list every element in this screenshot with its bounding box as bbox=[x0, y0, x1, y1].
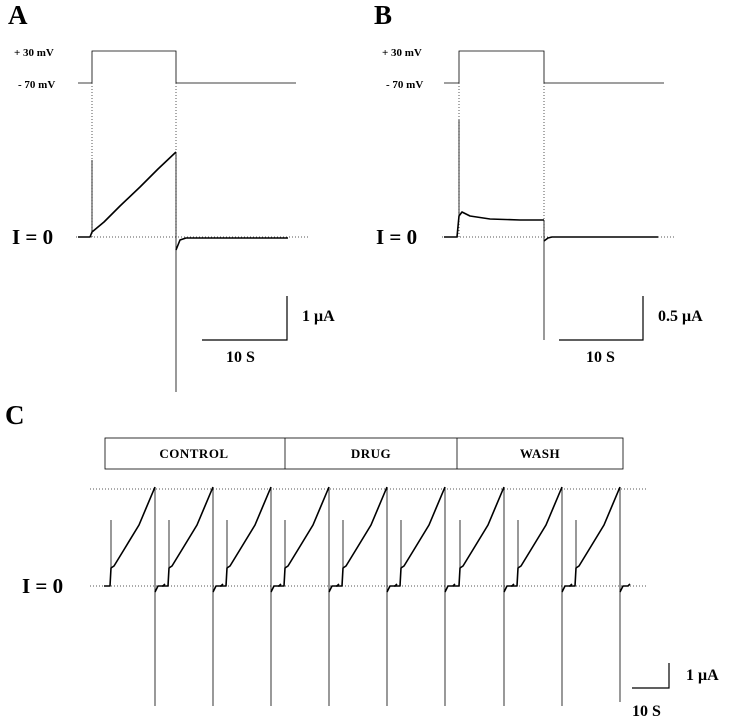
panel-a: A + 30 mV - 70 mV I = 0 1 μA 10 S bbox=[8, 0, 335, 392]
panel-a-voltage-high-label: + 30 mV bbox=[14, 47, 54, 59]
panel-c-sweep-trace bbox=[162, 486, 224, 593]
panel-c-condition-wash: WASH bbox=[520, 446, 560, 461]
panel-c-sweep-trace bbox=[453, 486, 515, 593]
panel-c-scale-time-label: 10 S bbox=[632, 703, 661, 720]
panel-b-current-trace-on bbox=[444, 211, 544, 238]
panel-c-zero-label: I = 0 bbox=[22, 574, 63, 598]
panel-c-scale-current-label: 1 μA bbox=[686, 667, 719, 684]
panel-b-scale-current-label: 0.5 μA bbox=[658, 308, 703, 325]
panel-a-label: A bbox=[8, 0, 28, 30]
panel-a-tail-current bbox=[175, 237, 288, 251]
panel-c-condition-control: CONTROL bbox=[159, 446, 228, 461]
panel-c-sweeps bbox=[104, 486, 631, 706]
panel-b-zero-label: I = 0 bbox=[376, 225, 417, 249]
panel-c-sweep-trace bbox=[511, 486, 573, 593]
panel-b-voltage-low-label: - 70 mV bbox=[386, 79, 423, 91]
panel-c-condition-bar bbox=[104, 437, 624, 470]
panel-c-sweep-trace bbox=[569, 486, 631, 593]
panel-a-scale-time-label: 10 S bbox=[226, 349, 255, 366]
panel-a-scale-current-label: 1 μA bbox=[302, 308, 335, 325]
panel-b-tail-current bbox=[543, 236, 658, 242]
panel-a-current-trace-on bbox=[78, 151, 177, 238]
panel-a-voltage-protocol bbox=[78, 50, 296, 84]
panel-b: B + 30 mV - 70 mV I = 0 0.5 μA 10 S bbox=[374, 0, 703, 366]
panel-c-condition-drug: DRUG bbox=[351, 446, 391, 461]
panel-c-label: C bbox=[5, 400, 25, 430]
panel-c-sweep-trace bbox=[394, 486, 456, 593]
panel-a-zero-label: I = 0 bbox=[12, 225, 53, 249]
panel-b-scale-time-label: 10 S bbox=[586, 349, 615, 366]
panel-b-scale-bar bbox=[559, 296, 644, 341]
panel-c-sweep-trace bbox=[336, 486, 398, 593]
panel-b-label: B bbox=[374, 0, 392, 30]
panel-c-sweep-trace bbox=[278, 486, 340, 593]
panel-a-voltage-low-label: - 70 mV bbox=[18, 79, 55, 91]
panel-c-scale-bar bbox=[632, 663, 670, 689]
panel-c: C CONTROL DRUG WASH I = 0 1 μA 10 S bbox=[5, 400, 719, 720]
panel-b-voltage-high-label: + 30 mV bbox=[382, 47, 422, 59]
panel-c-sweep-trace bbox=[220, 486, 282, 593]
panel-a-scale-bar bbox=[202, 296, 288, 341]
panel-b-voltage-protocol bbox=[444, 50, 664, 84]
panel-c-sweep-trace bbox=[104, 486, 166, 593]
